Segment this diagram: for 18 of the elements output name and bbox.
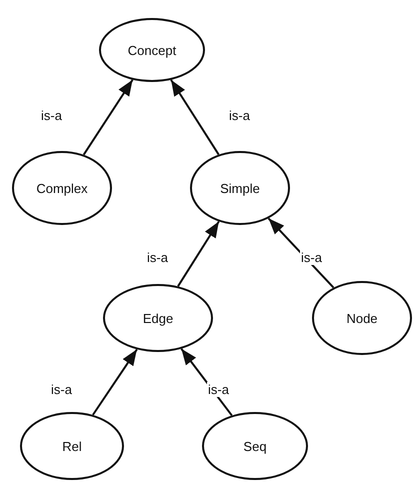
edge-label: is-a xyxy=(40,108,63,123)
node-label: Simple xyxy=(220,180,260,196)
arrow xyxy=(177,221,220,287)
edge-label: is-a xyxy=(50,382,73,397)
node-label: Complex xyxy=(36,180,88,196)
node-label: Node xyxy=(346,310,378,326)
edge-label: is-a xyxy=(300,250,323,265)
edge-label: is-a xyxy=(228,108,251,123)
arrow xyxy=(268,218,334,288)
node-label: Seq xyxy=(243,438,267,454)
node-label: Concept xyxy=(128,42,176,58)
edge-label: is-a xyxy=(207,382,230,397)
node-label: Edge xyxy=(142,310,174,326)
node-label: Rel xyxy=(62,438,82,454)
arrow xyxy=(170,79,220,156)
arrow xyxy=(82,79,134,156)
edge-label: is-a xyxy=(146,250,169,265)
arrow xyxy=(180,348,233,416)
